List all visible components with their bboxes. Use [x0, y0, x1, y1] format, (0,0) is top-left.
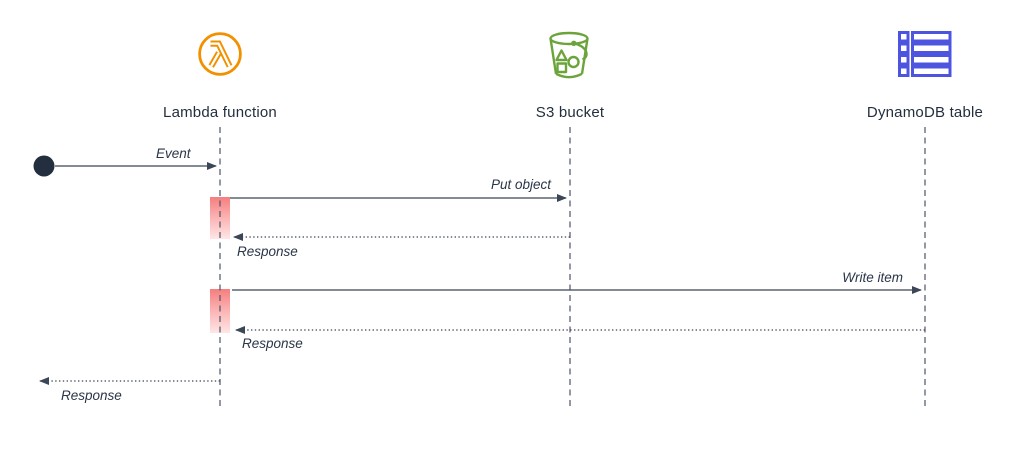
s3-bucket-icon [545, 30, 595, 80]
message-label-event: Event [156, 146, 191, 161]
message-label-write-item: Write item [842, 270, 903, 285]
message-label-response-dynamodb: Response [242, 336, 303, 351]
actor-label-s3: S3 bucket [535, 104, 605, 121]
lambda-icon [197, 31, 243, 77]
start-dot [33, 155, 55, 177]
message-label-response-s3: Response [237, 244, 298, 259]
message-label-put-object: Put object [490, 177, 551, 192]
message-label-response-final: Response [61, 388, 122, 403]
actor-label-lambda: Lambda function [163, 104, 277, 121]
actor-label-dynamodb: DynamoDB table [866, 104, 984, 121]
activation-bar-lambda-1 [210, 197, 230, 239]
dynamodb-table-icon [898, 31, 952, 77]
